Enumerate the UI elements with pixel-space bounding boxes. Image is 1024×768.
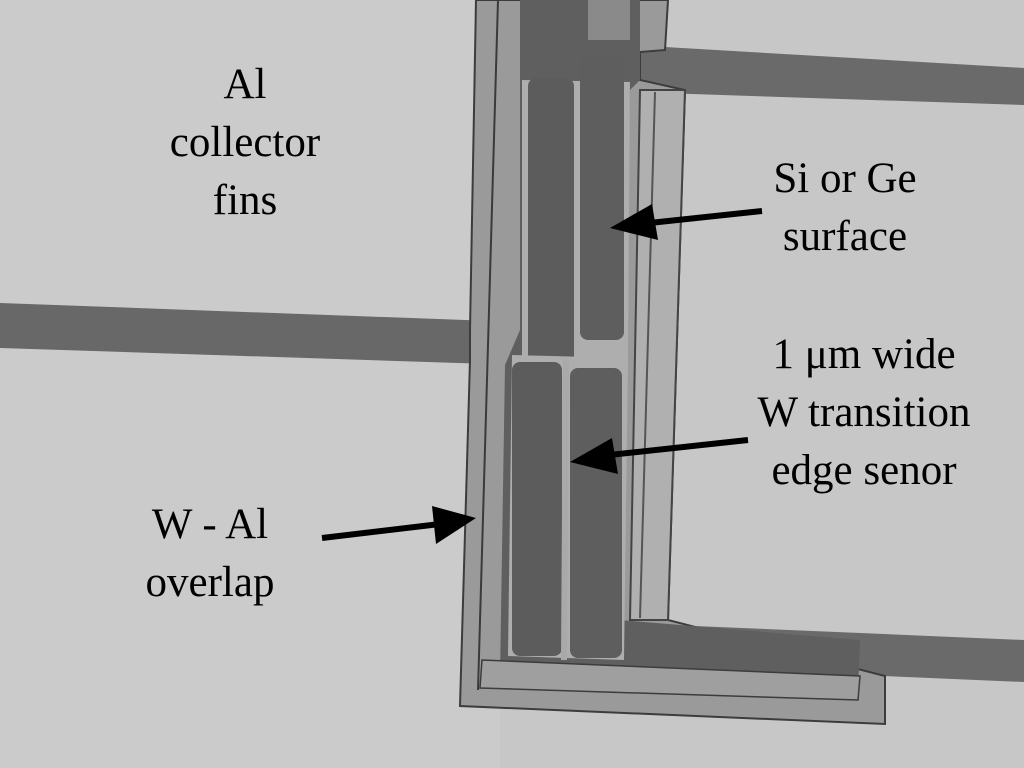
dark-pad-right-upper <box>580 56 624 340</box>
label-tes: 1 μm wide W transition edge senor <box>724 326 1004 500</box>
base-light-edge <box>479 659 861 701</box>
label-si-line2: surface <box>782 213 908 260</box>
label-tes-line1: 1 μm wide <box>772 331 956 378</box>
right-strip-edge <box>639 91 656 619</box>
label-si-ge-surface: Si or Ge surface <box>740 150 950 266</box>
al-fin-upper-right <box>630 45 1024 105</box>
label-tes-line3: edge senor <box>771 447 957 494</box>
arrow-tes <box>570 437 749 474</box>
tes-sensor-line <box>561 359 569 661</box>
dark-pad-left-lower <box>512 362 562 656</box>
label-al-collector-fins: Al collector fins <box>140 56 350 230</box>
arrow-si-ge-surface <box>610 204 763 240</box>
label-al-line2: collector <box>169 119 321 166</box>
arrow-w-al-overlap <box>321 506 476 544</box>
label-si-line1: Si or Ge <box>773 155 917 202</box>
dark-pad-left-upper <box>528 78 574 364</box>
label-ov-line2: overlap <box>145 559 275 606</box>
substrate-shade <box>0 0 500 768</box>
frame-edge-left <box>477 0 499 691</box>
al-fin-left <box>0 303 520 365</box>
label-ov-line1: W - Al <box>151 501 269 548</box>
light-bar-top <box>588 0 630 40</box>
dark-pad-right-lower <box>570 368 622 658</box>
label-w-al-overlap: W - Al overlap <box>110 496 310 612</box>
label-tes-line2: W transition <box>757 389 971 436</box>
label-al-line3: fins <box>212 177 278 224</box>
label-al-line1: Al <box>223 61 267 108</box>
